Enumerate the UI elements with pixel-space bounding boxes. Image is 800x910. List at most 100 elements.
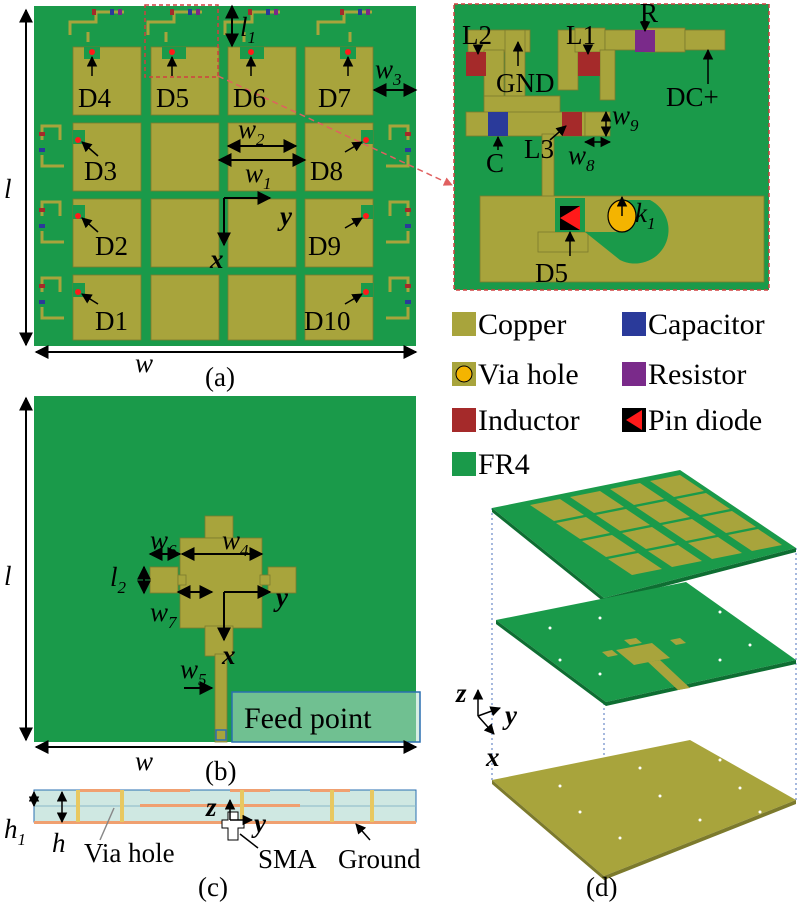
axis-d-x-label: x	[485, 742, 500, 772]
legend-capacitor: Capacitor	[648, 308, 765, 341]
zoom-label-c: C	[486, 148, 504, 178]
pin-diode-dots	[75, 49, 369, 295]
sma-pointer	[239, 833, 259, 849]
caption-c: (c)	[198, 872, 228, 902]
zoom-label-w9: w9	[612, 100, 639, 135]
zoom-label-l2: L2	[462, 20, 492, 50]
legend-swatch-capacitor	[622, 312, 646, 336]
legend-fr4: FR4	[478, 448, 530, 481]
patch	[227, 274, 297, 341]
legend-swatch-resistor	[622, 362, 646, 386]
zoom-capacitor	[488, 112, 508, 136]
zoom-label-l3: L3	[524, 134, 554, 164]
panel-a: D4 D5 D6 D7 D3 D8 D2 D9 D1 D10 l	[4, 4, 453, 392]
dim-w1-label: w1	[245, 158, 272, 193]
zoom-label-r: R	[640, 0, 658, 28]
dim-w3-label: w3	[375, 54, 402, 89]
patch	[150, 274, 220, 341]
top-layer-patches	[530, 475, 782, 575]
label-d9: D9	[308, 231, 341, 261]
legend-via: Via hole	[478, 358, 579, 391]
zoom-label-dc: DC+	[666, 82, 719, 112]
bias-components	[39, 9, 411, 304]
zoom-panel: L2 L1 R GND DC+ L3 C D5 w9 w8 k1	[453, 0, 770, 291]
label-c-ground: Ground	[338, 844, 421, 874]
zoom-label-k1: k1	[635, 198, 655, 233]
caption-a: (a)	[205, 362, 235, 392]
zoom-link-line	[217, 75, 453, 186]
panel-d: z y x (d)	[455, 470, 797, 902]
legend-swatch-via	[455, 365, 473, 383]
legend-inductor: Inductor	[478, 404, 580, 437]
axis-a-x-label: x	[209, 244, 224, 274]
zoom-inductor-l3	[562, 112, 582, 136]
dim-b-w-label: w	[135, 746, 153, 776]
bottom-layer-holes	[558, 758, 762, 840]
caption-b: (b)	[205, 756, 236, 786]
legend-swatch-fr4	[452, 452, 476, 476]
dim-h1-label: h1	[4, 814, 26, 849]
zoom-resistor	[635, 30, 655, 52]
axis-d-y-arrow	[477, 706, 501, 717]
dim-l2-label: l2	[110, 562, 127, 597]
axis-c-y-label: y	[251, 808, 267, 838]
legend-swatch-copper	[452, 312, 476, 336]
label-c-via: Via hole	[84, 838, 175, 868]
label-d2: D2	[95, 231, 128, 261]
axis-d-z-label: z	[455, 678, 467, 708]
dim-l-label: l	[4, 174, 12, 204]
cross-section-vias	[76, 790, 374, 822]
legend: Copper Capacitor Via hole Resistor Induc…	[452, 308, 765, 481]
zoom-inductor-l2	[466, 52, 486, 76]
label-d6: D6	[233, 83, 266, 113]
feed-point-label: Feed point	[244, 702, 372, 735]
label-d3: D3	[84, 156, 117, 186]
label-d1: D1	[95, 306, 128, 336]
zoom-label-d5: D5	[535, 258, 568, 288]
sma-connector	[221, 811, 245, 841]
patch	[150, 198, 220, 268]
axis-d-x-arrow	[477, 715, 495, 735]
zoom-inductor-l1	[578, 52, 600, 76]
axis-b-x-label: x	[221, 640, 236, 670]
dim-w7-label: w7	[150, 597, 178, 632]
dim-w4-label: w4	[222, 525, 249, 560]
axis-a-y-label: y	[277, 201, 293, 231]
patch	[150, 122, 220, 192]
diode-arrows	[81, 55, 363, 305]
label-d7: D7	[318, 83, 351, 113]
zoom-notch2	[585, 200, 669, 264]
diode-labels: D4 D5 D6 D7 D3 D8 D2 D9 D1 D10	[78, 83, 351, 336]
label-d5: D5	[156, 83, 189, 113]
axis-d-y-label: y	[502, 700, 518, 730]
middle-layer-feed	[602, 638, 690, 690]
axis-b-y-label: y	[273, 582, 289, 612]
panel-c: z y h1 h Via hole SMA Ground (c)	[4, 789, 421, 902]
via-pointer	[99, 807, 115, 841]
middle-layer	[496, 582, 796, 702]
patch	[227, 198, 297, 268]
legend-pin: Pin diode	[648, 404, 762, 437]
dim-l1-label: l1	[240, 12, 256, 47]
dim-w6-label: w6	[150, 525, 177, 560]
zoom-label-gnd: GND	[496, 68, 555, 98]
middle-layer-holes	[548, 610, 752, 676]
dim-w2-label: w2	[238, 114, 265, 149]
legend-swatch-pin-red	[626, 410, 642, 430]
dim-w5-label: w5	[180, 654, 207, 689]
patch	[304, 46, 374, 116]
zoom-label-l1: L1	[566, 20, 596, 50]
label-d4: D4	[78, 83, 111, 113]
legend-resistor: Resistor	[648, 358, 746, 391]
caption-d: (d)	[586, 872, 617, 902]
zoom-region-box	[144, 4, 219, 78]
label-c-sma: SMA	[258, 844, 317, 874]
feed-port	[215, 729, 227, 741]
legend-swatch-inductor	[452, 408, 476, 432]
dim-b-l-label: l	[4, 561, 12, 591]
ground-pointer	[355, 823, 371, 841]
label-d8: D8	[310, 156, 343, 186]
zoom-arrows	[472, 21, 714, 256]
bottom-layer	[492, 740, 796, 876]
